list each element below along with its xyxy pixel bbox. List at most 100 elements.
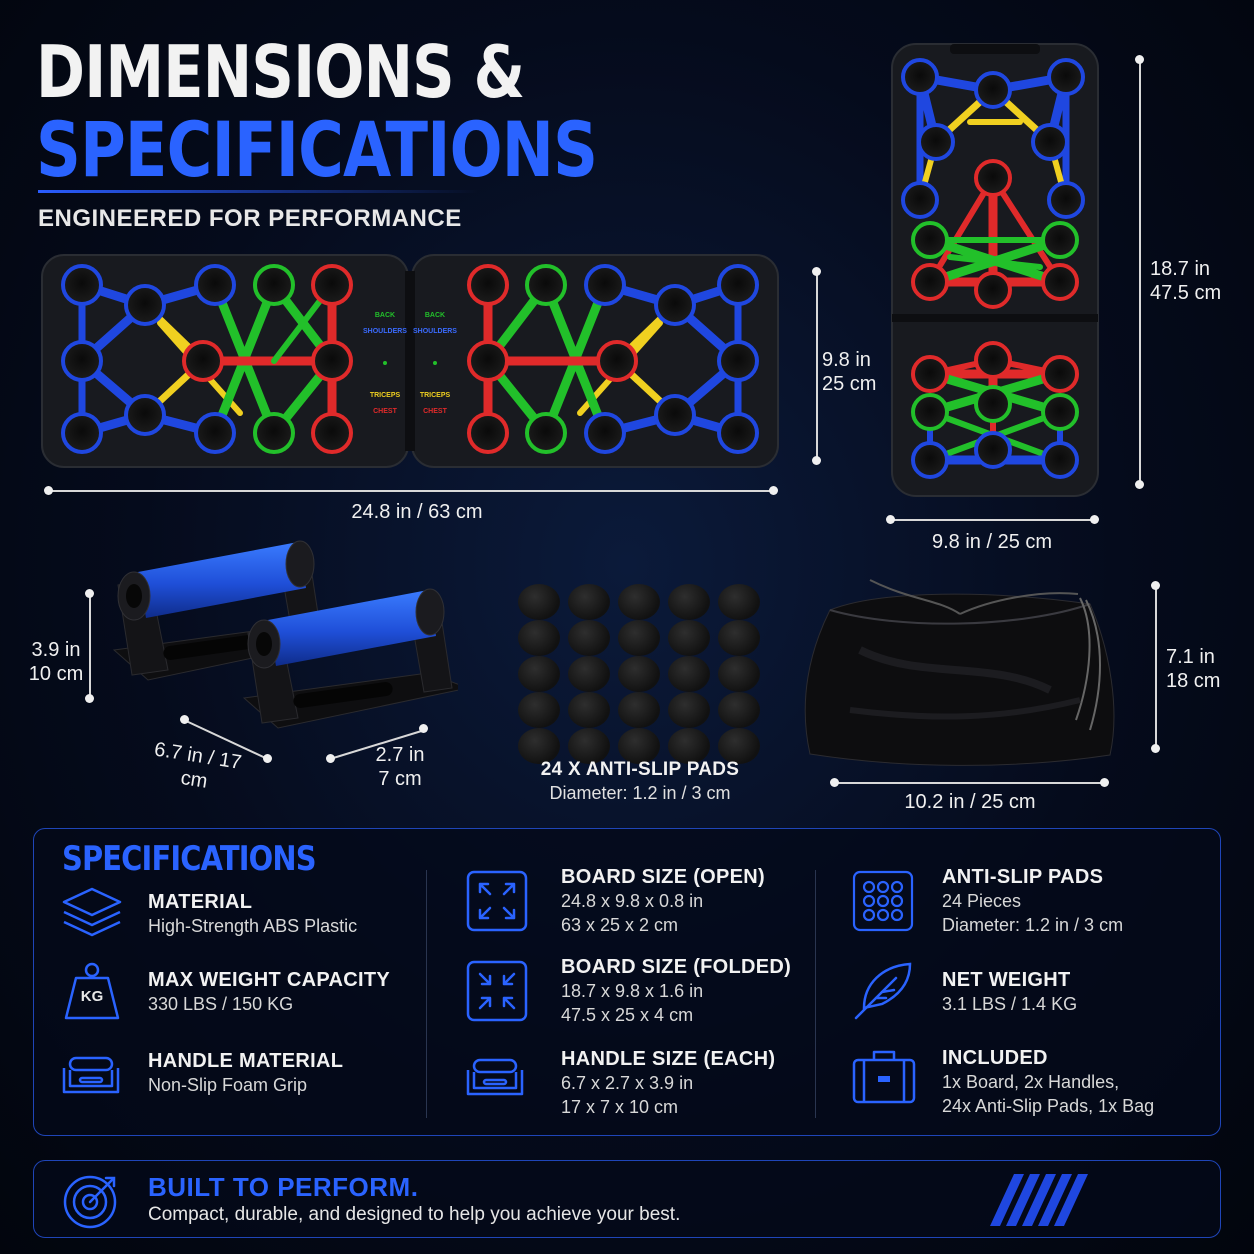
spec-value: 1x Board, 2x Handles, (942, 1072, 1120, 1092)
spec-value: 6.7 x 2.7 x 3.9 in (561, 1073, 694, 1093)
spec-title: MATERIAL (148, 891, 253, 913)
board-hole (467, 412, 509, 454)
title-line-1: DIMENSIONS & (36, 30, 525, 114)
board-hole (654, 284, 696, 326)
folded-board-illustration (891, 43, 1099, 497)
bag-image (790, 570, 1130, 770)
board-hole (911, 393, 949, 431)
board-hole (253, 412, 295, 454)
bag-height-line (1155, 586, 1157, 748)
board-hole (974, 159, 1012, 197)
dim-dot (1151, 581, 1160, 590)
anti-slip-pad (718, 692, 760, 728)
layers-icon (60, 885, 124, 941)
handle-height-cm: 10 cm (28, 663, 84, 685)
board-hole (253, 264, 295, 306)
folded-board-image (890, 42, 1100, 498)
dim-dot (1100, 778, 1109, 787)
anti-slip-pad (618, 728, 660, 764)
spec-title: NET WEIGHT (942, 969, 1071, 991)
anti-slip-pad (718, 620, 760, 656)
anti-slip-pad (518, 728, 560, 764)
spec-title: HANDLE MATERIAL (148, 1050, 344, 1072)
spec-handle-material: HANDLE MATERIAL Non-Slip Foam Grip (148, 1050, 343, 1097)
board-hole (1031, 123, 1069, 161)
anti-slip-pad (668, 620, 710, 656)
folded-height-cm: 47.5 cm (1150, 282, 1222, 304)
specifications-panel (33, 828, 1221, 1136)
dim-dot (1151, 744, 1160, 753)
board-hole (596, 340, 638, 382)
handle-icon (58, 1052, 124, 1100)
board-hole (311, 340, 353, 382)
board-hole (182, 340, 224, 382)
anti-slip-pad (618, 692, 660, 728)
board-hole (911, 221, 949, 259)
handle-width-label: 2.7 in 7 cm (370, 743, 430, 791)
board-hole (194, 264, 236, 306)
board-zone-label: CHEST (373, 408, 397, 415)
handles-image (108, 530, 470, 730)
board-height-label: 9.8 in 25 cm (822, 348, 882, 396)
spec-value: 47.5 x 25 x 4 cm (561, 1005, 694, 1025)
board-hole (901, 58, 939, 96)
handle-icon (462, 1054, 528, 1102)
board-hole (311, 264, 353, 306)
pads-grid (518, 584, 768, 764)
board-hole (901, 181, 939, 219)
dim-dot (85, 694, 94, 703)
board-height-in: 9.8 in (822, 349, 871, 371)
anti-slip-pad (618, 656, 660, 692)
spec-value: 17 x 7 x 10 cm (561, 1097, 679, 1117)
anti-slip-pad (718, 584, 760, 620)
spec-value: 63 x 25 x 2 cm (561, 915, 679, 935)
board-zone-label: TRICEPS (370, 392, 401, 399)
dim-dot (886, 515, 895, 524)
spec-max-weight: MAX WEIGHT CAPACITY 330 LBS / 150 KG (148, 969, 390, 1016)
anti-slip-pad (718, 728, 760, 764)
board-height-line (816, 272, 818, 460)
dim-dot (85, 589, 94, 598)
dim-dot (263, 754, 272, 763)
board-hole (61, 340, 103, 382)
dim-dot (812, 267, 821, 276)
spec-value: 24.8 x 9.8 x 0.8 in (561, 891, 704, 911)
board-hole (467, 340, 509, 382)
subtitle: ENGINEERED FOR PERFORMANCE (38, 205, 462, 232)
handle-width-in: 2.7 in (375, 744, 425, 766)
board-hole (194, 412, 236, 454)
board-hole (917, 123, 955, 161)
bag-illustration (804, 579, 1115, 766)
spec-title: HANDLE SIZE (EACH) (561, 1048, 776, 1070)
anti-slip-pad (668, 656, 710, 692)
stripes-decoration (990, 1174, 1090, 1226)
folded-height-line (1139, 60, 1141, 484)
collapse-icon (466, 960, 528, 1022)
column-divider (426, 870, 427, 1118)
spec-handle-size: HANDLE SIZE (EACH) 6.7 x 2.7 x 3.9 in 17… (561, 1048, 775, 1119)
board-hole (974, 271, 1012, 309)
handle-height-label: 3.9 in 10 cm (26, 638, 86, 686)
dim-dot (830, 778, 839, 787)
board-width-label: 24.8 in / 63 cm (351, 501, 483, 523)
handle-width-cm: 7 cm (378, 768, 422, 790)
board-hole (1041, 221, 1079, 259)
dim-dot (1135, 480, 1144, 489)
footer-text: Compact, durable, and designed to help y… (148, 1204, 681, 1225)
board-hole (1041, 355, 1079, 393)
resistance-band (927, 175, 996, 285)
dim-dot (44, 486, 53, 495)
board-hole (911, 263, 949, 301)
dim-dot (812, 456, 821, 465)
spec-anti-slip-pads: ANTI-SLIP PADS 24 Pieces Diameter: 1.2 i… (942, 866, 1123, 937)
board-zone-label: BACK (425, 312, 445, 319)
spec-value: High-Strength ABS Plastic (148, 916, 358, 936)
footer-text-block: BUILT TO PERFORM. Compact, durable, and … (148, 1172, 680, 1227)
board-hole (717, 264, 759, 306)
anti-slip-pad (718, 656, 760, 692)
anti-slip-pad (568, 692, 610, 728)
anti-slip-pad (568, 620, 610, 656)
spec-value: 18.7 x 9.8 x 1.6 in (561, 981, 704, 1001)
pads-caption: 24 X ANTI-SLIP PADS Diameter: 1.2 in / 3… (480, 759, 800, 805)
